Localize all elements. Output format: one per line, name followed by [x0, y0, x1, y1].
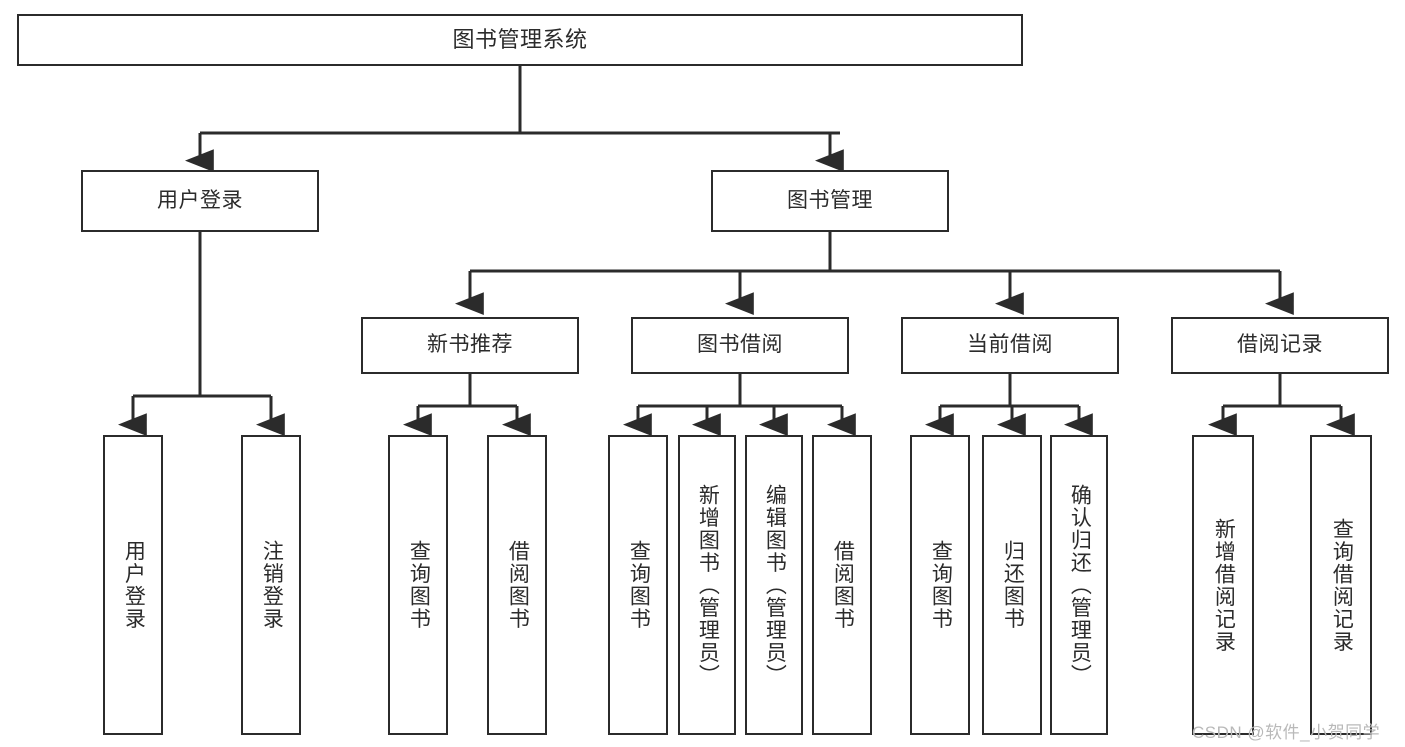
node-label: 新增图书（管理员） — [696, 483, 720, 687]
node-leaf-borrow-book[interactable]: 借阅图书 — [812, 435, 872, 735]
node-leaf-query-book-recommendation[interactable]: 查询图书 — [388, 435, 448, 735]
node-leaf-add-book-admin[interactable]: 新增图书（管理员） — [678, 435, 736, 735]
node-new-book-recommendation[interactable]: 新书推荐 — [361, 317, 579, 374]
node-label: 图书管理 — [787, 188, 873, 212]
node-label: 用户登录 — [122, 540, 146, 630]
node-label: 借阅图书 — [506, 540, 530, 630]
node-label: 编辑图书（管理员） — [763, 483, 787, 687]
node-label: 查询图书 — [627, 540, 651, 630]
node-book-borrowing[interactable]: 图书借阅 — [631, 317, 849, 374]
node-label: 图书管理系统 — [452, 27, 588, 53]
node-label: 注销登录 — [260, 540, 284, 630]
node-label: 新书推荐 — [427, 333, 513, 357]
node-leaf-return-book[interactable]: 归还图书 — [982, 435, 1042, 735]
node-leaf-confirm-return-admin[interactable]: 确认归还（管理员） — [1050, 435, 1108, 735]
node-current-borrowing[interactable]: 当前借阅 — [901, 317, 1119, 374]
node-borrowing-records[interactable]: 借阅记录 — [1171, 317, 1389, 374]
node-label: 查询图书 — [929, 540, 953, 630]
node-leaf-edit-book-admin[interactable]: 编辑图书（管理员） — [745, 435, 803, 735]
node-book-management[interactable]: 图书管理 — [711, 170, 949, 232]
node-root-system[interactable]: 图书管理系统 — [17, 14, 1023, 66]
node-leaf-logout[interactable]: 注销登录 — [241, 435, 301, 735]
node-label: 借阅图书 — [831, 540, 855, 630]
node-label: 借阅记录 — [1237, 333, 1323, 357]
node-leaf-user-login[interactable]: 用户登录 — [103, 435, 163, 735]
node-label: 查询借阅记录 — [1330, 517, 1354, 653]
csdn-watermark: CSDN @软件_小贺同学 — [1192, 723, 1381, 742]
node-label: 查询图书 — [407, 540, 431, 630]
node-leaf-query-borrow-record[interactable]: 查询借阅记录 — [1310, 435, 1372, 735]
node-label: 新增借阅记录 — [1212, 517, 1236, 653]
node-label: 确认归还（管理员） — [1068, 483, 1092, 687]
node-leaf-query-book-borrowing[interactable]: 查询图书 — [608, 435, 668, 735]
node-leaf-borrow-book-recommendation[interactable]: 借阅图书 — [487, 435, 547, 735]
node-user-login[interactable]: 用户登录 — [81, 170, 319, 232]
node-label: 归还图书 — [1001, 540, 1025, 630]
node-label: 图书借阅 — [697, 333, 783, 357]
node-label: 用户登录 — [157, 188, 243, 212]
node-leaf-add-borrow-record[interactable]: 新增借阅记录 — [1192, 435, 1254, 735]
node-label: 当前借阅 — [967, 333, 1053, 357]
node-leaf-query-book-current[interactable]: 查询图书 — [910, 435, 970, 735]
